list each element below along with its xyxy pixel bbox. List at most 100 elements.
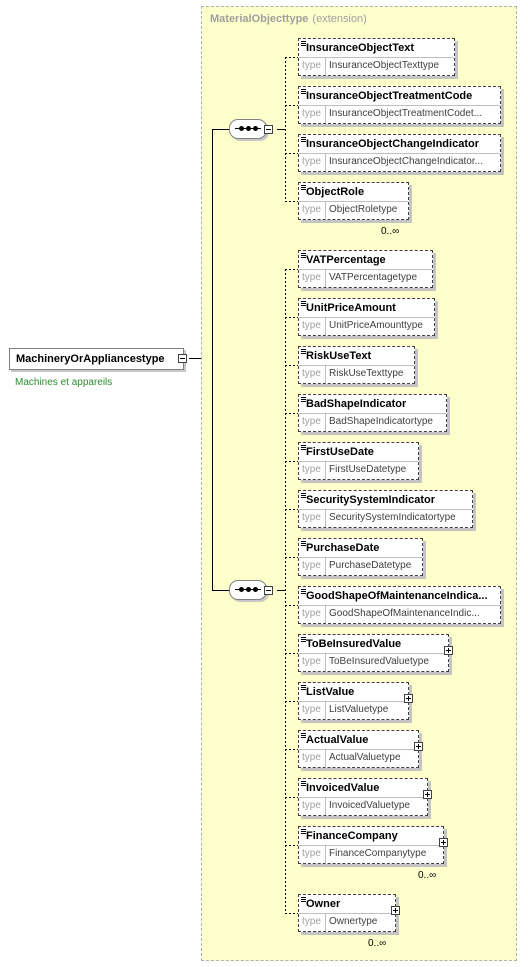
element-icon [301, 733, 306, 738]
element-name: RiskUseText [306, 350, 372, 362]
element-name: InvoicedValue [306, 782, 380, 794]
root-documentation: Machines et appareils [15, 377, 113, 388]
element-icon [301, 589, 306, 594]
type-label: type [302, 848, 321, 859]
element-owner[interactable]: Owner type Ownertype [298, 894, 400, 932]
element-actualvalue[interactable]: ActualValue type ActualValuetype [298, 730, 423, 768]
sequence-2-collapse-toggle[interactable] [264, 586, 273, 595]
element-type: SecuritySystemIndicatortype [329, 512, 456, 523]
element-name: ObjectRole [306, 186, 365, 198]
element-unitpriceamount[interactable]: UnitPriceAmount type UnitPriceAmounttype [298, 298, 435, 336]
type-label: type [302, 656, 321, 667]
element-icon [301, 445, 306, 450]
expand-icon[interactable] [391, 906, 400, 915]
element-icon [301, 897, 306, 902]
element-name: BadShapeIndicator [306, 398, 407, 410]
element-name: FinanceCompany [306, 830, 398, 842]
type-label: type [302, 272, 321, 283]
element-invoicedvalue[interactable]: InvoicedValue type InvoicedValuetype [298, 778, 432, 816]
element-type: InsuranceObjectChangeIndicator... [329, 156, 483, 167]
element-badshapeindicator[interactable]: BadShapeIndicator type BadShapeIndicator… [298, 394, 447, 432]
element-name: FirstUseDate [306, 446, 374, 458]
element-securitysystemindicator[interactable]: SecuritySystemIndicator type SecuritySys… [298, 490, 473, 528]
element-icon [301, 637, 306, 642]
element-icon [301, 685, 306, 690]
element-type: InsuranceObjectTreatmentCodet... [329, 108, 483, 119]
element-icon [301, 493, 306, 498]
element-icon [301, 781, 306, 786]
type-label: type [302, 704, 321, 715]
element-type: RiskUseTexttype [329, 368, 404, 379]
element-financecompany[interactable]: FinanceCompany type FinanceCompanytype [298, 826, 448, 864]
element-name: SecuritySystemIndicator [306, 494, 435, 506]
element-name: InsuranceObjectChangeIndicator [306, 138, 479, 150]
type-label: type [302, 156, 321, 167]
root-type-box[interactable]: MachineryOrAppliancestype [9, 348, 184, 370]
element-icon [301, 829, 306, 834]
element-icon [301, 397, 306, 402]
extension-type-name: MaterialObjecttype [210, 13, 309, 25]
expand-icon[interactable] [404, 694, 413, 703]
type-label: type [302, 752, 321, 763]
expand-icon[interactable] [444, 646, 453, 655]
element-name: VATPercentage [306, 254, 386, 266]
type-label: type [302, 608, 321, 619]
element-icon [301, 185, 306, 190]
type-label: type [302, 560, 321, 571]
element-name: Owner [306, 898, 341, 910]
cardinality-objectrole: 0..∞ [381, 226, 400, 237]
element-icon [301, 541, 306, 546]
expand-icon[interactable] [414, 742, 423, 751]
element-type: PurchaseDatetype [329, 560, 412, 571]
sequence-compositor-2[interactable] [229, 580, 267, 600]
sequence-compositor-1[interactable] [229, 119, 267, 139]
element-listvalue[interactable]: ListValue type ListValuetype [298, 682, 413, 720]
element-type: Ownertype [329, 916, 378, 927]
element-vatpercentage[interactable]: VATPercentage type VATPercentagetype [298, 250, 433, 288]
expand-icon[interactable] [423, 790, 432, 799]
element-name: InsuranceObjectText [306, 42, 414, 54]
element-type: GoodShapeOfMaintenanceIndic... [329, 608, 480, 619]
root-collapse-toggle[interactable] [178, 354, 187, 363]
element-icon [301, 137, 306, 142]
element-tobeinsuredvalue[interactable]: ToBeInsuredValue type ToBeInsuredValuety… [298, 634, 453, 672]
cardinality-financecompany: 0..∞ [418, 870, 437, 881]
element-objectrole[interactable]: ObjectRole type ObjectRoletype [298, 182, 409, 220]
extension-title: MaterialObjecttype(extension) [210, 13, 367, 25]
element-type: ActualValuetype [329, 752, 401, 763]
type-label: type [302, 368, 321, 379]
element-riskusetext[interactable]: RiskUseText type RiskUseTexttype [298, 346, 415, 384]
element-type: BadShapeIndicatortype [329, 416, 433, 427]
extension-label: (extension) [312, 13, 367, 25]
element-type: FinanceCompanytype [329, 848, 427, 859]
element-type: InsuranceObjectTexttype [329, 60, 440, 71]
element-firstusedate[interactable]: FirstUseDate type FirstUseDatetype [298, 442, 419, 480]
element-type: VATPercentagetype [329, 272, 418, 283]
element-insuranceobjecttreatmentcode[interactable]: InsuranceObjectTreatmentCode type Insura… [298, 86, 501, 124]
element-insuranceobjecttext[interactable]: InsuranceObjectText type InsuranceObject… [298, 38, 455, 76]
type-label: type [302, 512, 321, 523]
element-type: InvoicedValuetype [329, 800, 410, 811]
element-icon [301, 89, 306, 94]
element-type: ObjectRoletype [329, 204, 398, 215]
sequence-1-collapse-toggle[interactable] [264, 125, 273, 134]
type-label: type [302, 108, 321, 119]
element-name: UnitPriceAmount [306, 302, 396, 314]
element-goodshapeofmaintenanceindicator[interactable]: GoodShapeOfMaintenanceIndica... type Goo… [298, 586, 501, 624]
type-label: type [302, 464, 321, 475]
element-name: ActualValue [306, 734, 369, 746]
element-purchasedate[interactable]: PurchaseDate type PurchaseDatetype [298, 538, 423, 576]
element-type: ListValuetype [329, 704, 389, 715]
element-name: InsuranceObjectTreatmentCode [306, 90, 473, 102]
expand-icon[interactable] [439, 838, 448, 847]
element-icon [301, 301, 306, 306]
type-label: type [302, 60, 321, 71]
element-icon [301, 349, 306, 354]
type-label: type [302, 416, 321, 427]
element-name: PurchaseDate [306, 542, 380, 554]
element-name: ToBeInsuredValue [306, 638, 402, 650]
cardinality-owner: 0..∞ [368, 938, 387, 949]
type-label: type [302, 320, 321, 331]
type-label: type [302, 916, 321, 927]
element-insuranceobjectchangeindicator[interactable]: InsuranceObjectChangeIndicator type Insu… [298, 134, 501, 172]
